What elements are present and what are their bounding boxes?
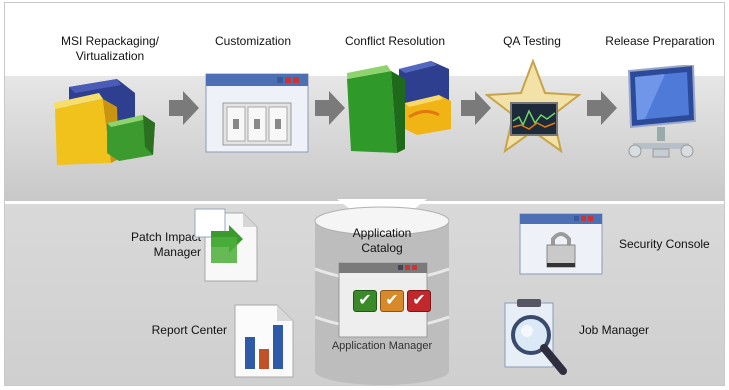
- window-switches-icon: [205, 73, 309, 153]
- boxes-conflict-icon: [347, 61, 451, 153]
- stage-label-customization: Customization: [214, 34, 292, 48]
- job-clipboard-magnifier-icon: [504, 299, 567, 375]
- catalog-title: Application Catalog: [352, 226, 412, 255]
- security-console-label: Security Console: [619, 237, 710, 251]
- job-manager-label: Job Manager: [579, 323, 650, 337]
- flow-arrow-2: [315, 91, 345, 125]
- security-lock-window-icon: [519, 213, 603, 275]
- workflow-diagram: MSI Repackaging/ Virtualization Customiz…: [4, 2, 725, 386]
- flow-arrow-3: [461, 91, 491, 125]
- stage-label-conflict-resolution: Conflict Resolution: [344, 34, 446, 48]
- flow-arrow-1: [169, 91, 199, 125]
- stage-label-qa-testing: QA Testing: [503, 34, 561, 48]
- check-orange-icon: ✔: [380, 290, 404, 312]
- star-monitor-icon: [485, 59, 581, 154]
- patch-document-icon: [194, 208, 258, 282]
- check-red-icon: ✔: [407, 290, 431, 312]
- report-chart-icon: [234, 304, 294, 378]
- patch-impact-label: Patch Impact Manager: [130, 230, 201, 259]
- package-icon: [53, 79, 155, 165]
- stage-label-release-preparation: Release Preparation: [605, 34, 715, 48]
- report-center-label: Report Center: [151, 323, 227, 337]
- check-green-icon: ✔: [353, 290, 377, 312]
- stage-label-repackaging: MSI Repackaging/ Virtualization: [60, 34, 160, 63]
- application-manager-label: Application Manager: [331, 340, 433, 352]
- flow-arrow-4: [587, 91, 617, 125]
- monitor-network-icon: [627, 65, 697, 158]
